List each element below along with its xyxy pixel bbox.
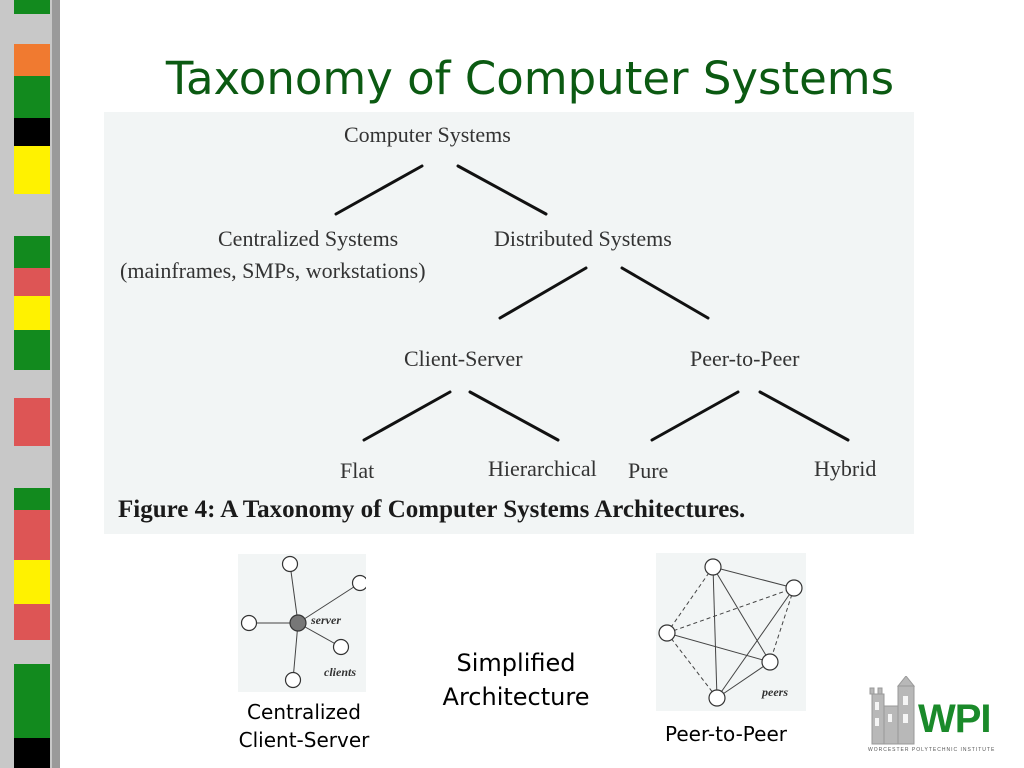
clients-label: clients: [324, 665, 356, 679]
figure-caption: Figure 4: A Taxonomy of Computer Systems…: [118, 496, 746, 523]
client-server-diagram: server clients: [238, 554, 366, 692]
node-centralized-note: (mainframes, SMPs, workstations): [120, 258, 426, 283]
node-peer-to-peer: Peer-to-Peer: [690, 346, 800, 371]
node-centralized-systems: Centralized Systems: [218, 226, 399, 251]
node-pure: Pure: [628, 458, 669, 483]
client-server-graph: [240, 555, 366, 689]
server-label: server: [311, 613, 341, 627]
decorative-side-strip: [0, 0, 60, 768]
wpi-wordmark: WPI: [918, 697, 992, 741]
taxonomy-figure: Computer Systems Centralized Systems (ma…: [104, 112, 914, 534]
slide-title: Taxonomy of Computer Systems: [165, 52, 895, 105]
node-hybrid: Hybrid: [814, 456, 877, 481]
p2p-graph: [658, 558, 803, 707]
node-flat: Flat: [340, 458, 375, 483]
castle-icon: [869, 676, 916, 745]
peers-label: peers: [762, 685, 788, 699]
node-distributed-systems: Distributed Systems: [494, 226, 672, 251]
simplified-architecture-text: Simplified Architecture: [442, 649, 590, 711]
node-hierarchical: Hierarchical: [488, 456, 597, 481]
p2p-diagram: peers: [656, 553, 806, 711]
client-server-caption: Centralized Client-Server: [238, 700, 370, 752]
p2p-caption: Peer-to-Peer: [665, 722, 787, 746]
taxonomy-connectors: [334, 164, 850, 442]
server-node: [289, 614, 307, 632]
wpi-subtitle: WORCESTER POLYTECHNIC INSTITUTE: [868, 747, 996, 753]
node-computer-systems: Computer Systems: [344, 122, 511, 147]
node-client-server: Client-Server: [404, 346, 523, 371]
wpi-logo: WPI WORCESTER POLYTECHNIC INSTITUTE: [866, 676, 1012, 758]
